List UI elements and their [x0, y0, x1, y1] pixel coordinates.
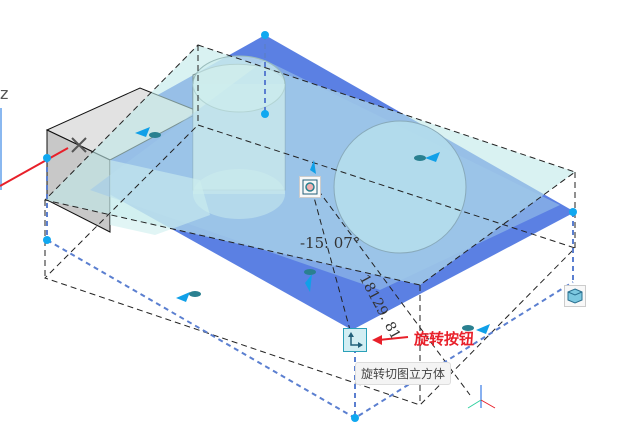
center-marker-icon: [71, 137, 87, 153]
handles[interactable]: [43, 31, 577, 422]
view-button[interactable]: [299, 176, 321, 198]
sphere: [333, 120, 467, 254]
cylinder-bottom: [193, 169, 285, 219]
x-axis-line: [0, 147, 69, 187]
cut-cube-wireframe: [44, 44, 577, 406]
cube-view-button[interactable]: [564, 285, 586, 307]
annotation-arrow-head: [372, 335, 382, 345]
axis-z-label: z: [0, 84, 9, 103]
tooltip: 旋转切图立方体: [355, 362, 452, 385]
rotate-icon: [348, 332, 363, 348]
angle-readout: -15. 07°: [300, 234, 361, 252]
move-arrow-icon[interactable]: [135, 127, 490, 334]
annotation-arrow: [377, 336, 409, 341]
axis-gizmo-icon: [467, 385, 496, 409]
annotation-label: 旋转按钮: [414, 330, 475, 348]
rotate-cut-cube-button[interactable]: [343, 328, 367, 352]
cube-icon: [567, 288, 583, 304]
block-extension: [110, 160, 210, 235]
view-icon: [302, 179, 318, 195]
